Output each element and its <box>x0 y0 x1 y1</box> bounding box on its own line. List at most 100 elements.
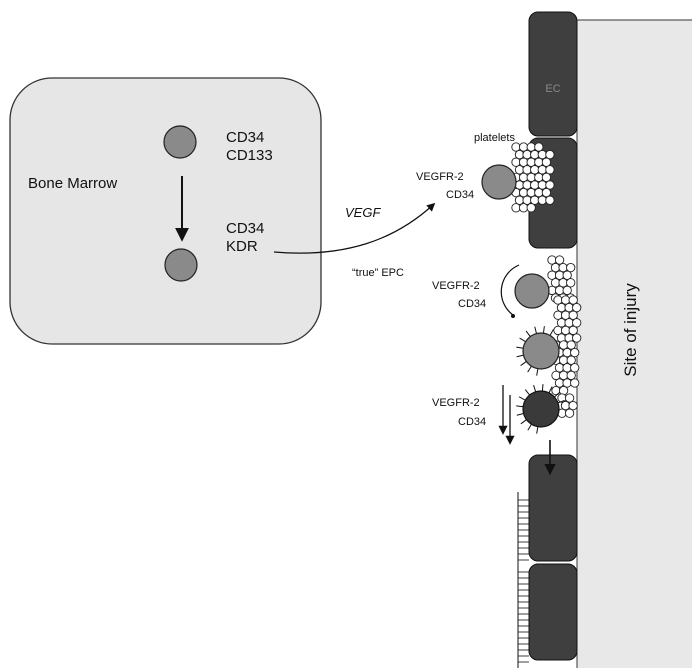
platelet <box>565 394 573 402</box>
progenitor-cell-bottom <box>165 249 197 281</box>
rolling-arc-tip <box>511 314 515 318</box>
ec-label: EC <box>545 83 560 95</box>
bottom-cell-marker-1: CD34 <box>226 220 264 237</box>
platelet <box>559 341 567 349</box>
platelet <box>567 371 575 379</box>
platelet <box>567 263 575 271</box>
platelet <box>565 319 573 327</box>
platelet <box>559 263 567 271</box>
platelet <box>559 371 567 379</box>
spike <box>537 427 538 434</box>
platelet <box>515 166 523 174</box>
platelet <box>523 196 531 204</box>
platelet <box>546 181 554 189</box>
platelet <box>519 188 527 196</box>
spike <box>537 369 538 376</box>
platelet <box>538 166 546 174</box>
platelet <box>546 196 554 204</box>
site-of-injury-label: Site of injury <box>621 283 640 377</box>
endothelial-cell-4 <box>529 564 577 660</box>
platelet <box>571 348 579 356</box>
platelet <box>527 143 535 151</box>
platelet <box>512 204 520 212</box>
platelet <box>567 341 575 349</box>
platelet <box>519 143 527 151</box>
platelet <box>542 188 550 196</box>
true-epc-label: “true” EPC <box>352 267 404 279</box>
progenitor-cell-top <box>164 126 196 158</box>
platelet <box>515 150 523 158</box>
cell2-marker-1: VEGFR-2 <box>432 280 480 292</box>
spike <box>528 424 532 430</box>
platelet <box>573 334 581 342</box>
platelet <box>573 303 581 311</box>
platelet <box>551 279 559 287</box>
platelet <box>512 158 520 166</box>
platelet <box>523 150 531 158</box>
platelet <box>535 158 543 166</box>
platelet <box>565 303 573 311</box>
platelet <box>555 364 563 372</box>
platelet <box>519 204 527 212</box>
spike <box>517 355 524 357</box>
epc-transmigrating <box>523 391 559 427</box>
platelet <box>565 409 573 417</box>
spike <box>516 406 523 407</box>
platelet <box>535 173 543 181</box>
platelet <box>567 279 575 287</box>
platelet <box>557 319 565 327</box>
platelet <box>559 386 567 394</box>
platelet <box>573 319 581 327</box>
platelet <box>555 256 563 264</box>
wall-ticks <box>518 500 529 662</box>
platelet <box>559 279 567 287</box>
platelet <box>548 271 556 279</box>
platelet <box>559 356 567 364</box>
platelet <box>538 196 546 204</box>
platelet <box>515 196 523 204</box>
platelet <box>563 348 571 356</box>
platelet <box>569 311 577 319</box>
spike <box>525 390 529 395</box>
platelet <box>538 150 546 158</box>
epc-activated <box>523 333 559 369</box>
platelet <box>527 188 535 196</box>
spike <box>535 327 537 334</box>
platelet <box>546 150 554 158</box>
bottom-cell-marker-2: KDR <box>226 238 258 255</box>
platelet <box>563 286 571 294</box>
platelet <box>512 143 520 151</box>
platelet <box>542 173 550 181</box>
top-cell-marker-1: CD34 <box>226 129 264 146</box>
platelet <box>527 173 535 181</box>
spike <box>516 347 523 348</box>
endothelial-cell-3 <box>529 455 577 561</box>
platelet <box>563 271 571 279</box>
platelet <box>569 326 577 334</box>
bone-marrow-title: Bone Marrow <box>28 175 117 192</box>
platelet <box>561 296 569 304</box>
platelet <box>527 158 535 166</box>
spike <box>521 361 527 365</box>
platelet <box>561 326 569 334</box>
bone-marrow-box <box>10 78 321 344</box>
platelet <box>546 166 554 174</box>
platelet <box>523 166 531 174</box>
platelet <box>561 311 569 319</box>
platelet <box>569 401 577 409</box>
cell1-marker-1: VEGFR-2 <box>416 171 464 183</box>
platelet <box>523 181 531 189</box>
spike <box>520 338 526 342</box>
platelet <box>567 356 575 364</box>
platelet <box>555 286 563 294</box>
platelet <box>561 401 569 409</box>
spike <box>528 366 532 372</box>
spike <box>526 331 530 337</box>
spike <box>534 385 536 392</box>
cell1-marker-2: CD34 <box>446 189 474 201</box>
platelet <box>542 158 550 166</box>
platelet <box>555 271 563 279</box>
platelet <box>531 196 539 204</box>
cell4-marker-2: CD34 <box>458 416 486 428</box>
